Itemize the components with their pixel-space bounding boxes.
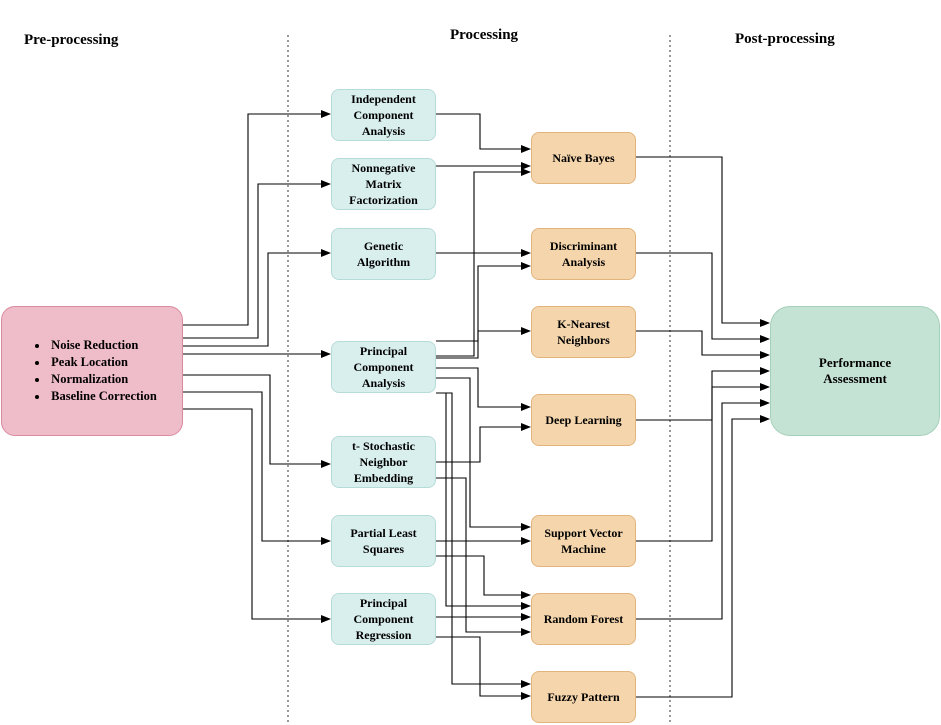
performance-assessment-box: Performance Assessment <box>770 306 940 436</box>
method-ica: Independent Component Analysis <box>331 89 436 141</box>
method-pls: Partial Least Squares <box>331 515 436 567</box>
classifier-discriminant-analysis: Discriminant Analysis <box>531 228 636 280</box>
arrow-tsne-to-dl <box>436 423 531 463</box>
arrow-pre-to-pls <box>183 391 331 545</box>
method-label: Nonnegative Matrix Factorization <box>349 161 418 207</box>
arrow-knn-to-pa <box>636 330 770 359</box>
preprocessing-item: Normalization <box>49 371 157 388</box>
classifier-label: K-Nearest Neighbors <box>557 317 610 347</box>
arrows-classifiers-to-assessment <box>636 156 770 698</box>
arrow-tsne-to-rf <box>436 477 531 636</box>
classifier-label: Support Vector Machine <box>544 526 623 556</box>
arrows-pre-to-methods <box>183 110 331 623</box>
classifier-knn: K-Nearest Neighbors <box>531 306 636 358</box>
arrow-pca-to-fp <box>436 392 531 688</box>
postprocessing-header: Post-processing <box>735 31 835 47</box>
arrow-rf-to-pa <box>636 399 770 620</box>
arrow-nb-to-pa <box>636 156 770 327</box>
preprocessing-item: Noise Reduction <box>49 337 157 354</box>
method-tsne: t- Stochastic Neighbor Embedding <box>331 436 436 488</box>
arrow-pca-to-rf <box>436 392 531 610</box>
arrow-pre-to-pcr <box>183 408 331 623</box>
preprocessing-list: Noise Reduction Peak Location Normalizat… <box>27 337 157 405</box>
classifier-label: Naïve Bayes <box>552 151 615 165</box>
arrow-pca-to-nb <box>436 168 531 357</box>
classifier-random-forest: Random Forest <box>531 593 636 645</box>
classifier-deep-learning: Deep Learning <box>531 394 636 446</box>
method-pcr: Principal Component Regression <box>331 593 436 645</box>
processing-header: Processing <box>450 27 519 43</box>
arrow-pls-to-rf <box>436 555 531 599</box>
classifier-svm: Support Vector Machine <box>531 515 636 567</box>
classifier-label: Fuzzy Pattern <box>547 690 620 704</box>
classifier-label: Random Forest <box>543 612 624 626</box>
method-label: t- Stochastic Neighbor Embedding <box>352 439 415 485</box>
method-label: Partial Least Squares <box>350 526 417 556</box>
method-nmf: Nonnegative Matrix Factorization <box>331 158 436 210</box>
arrows-methods-to-classifiers <box>436 113 531 700</box>
arrow-svm-to-pa <box>636 367 770 542</box>
preprocessing-item: Baseline Correction <box>49 388 157 405</box>
arrow-pcr-to-fp <box>436 636 531 700</box>
preprocessing-item: Peak Location <box>49 354 157 371</box>
arrow-pca-to-knn <box>436 327 531 342</box>
arrow-ica-to-nb <box>436 113 531 153</box>
classifier-fuzzy-pattern: Fuzzy Pattern <box>531 671 636 723</box>
arrow-da-to-pa <box>636 252 770 343</box>
classifier-naive-bayes: Naïve Bayes <box>531 132 636 184</box>
preprocessing-header: Pre-processing <box>24 32 119 48</box>
arrow-pca-to-dl <box>436 367 531 411</box>
arrow-pre-to-ica <box>183 110 331 326</box>
method-genetic-algorithm: Genetic Algorithm <box>331 228 436 280</box>
arrow-pre-to-tsne <box>183 374 331 468</box>
preprocessing-box: Noise Reduction Peak Location Normalizat… <box>1 306 183 436</box>
method-pca: Principal Component Analysis <box>331 341 436 393</box>
method-label: Genetic Algorithm <box>356 239 411 269</box>
classifier-label: Discriminant Analysis <box>549 239 618 269</box>
method-label: Principal Component Regression <box>353 596 414 642</box>
classifier-label: Deep Learning <box>545 413 622 427</box>
method-label: Independent Component Analysis <box>351 92 416 138</box>
arrow-pca-to-svm <box>436 377 531 531</box>
method-label: Principal Component Analysis <box>353 344 414 390</box>
arrow-pre-to-nmf <box>183 180 331 339</box>
arrow-pca-to-da <box>436 262 531 359</box>
arrow-pre-to-ga <box>183 249 331 347</box>
arrow-fp-to-pa <box>636 415 770 698</box>
performance-assessment-label: Performance Assessment <box>818 355 892 386</box>
